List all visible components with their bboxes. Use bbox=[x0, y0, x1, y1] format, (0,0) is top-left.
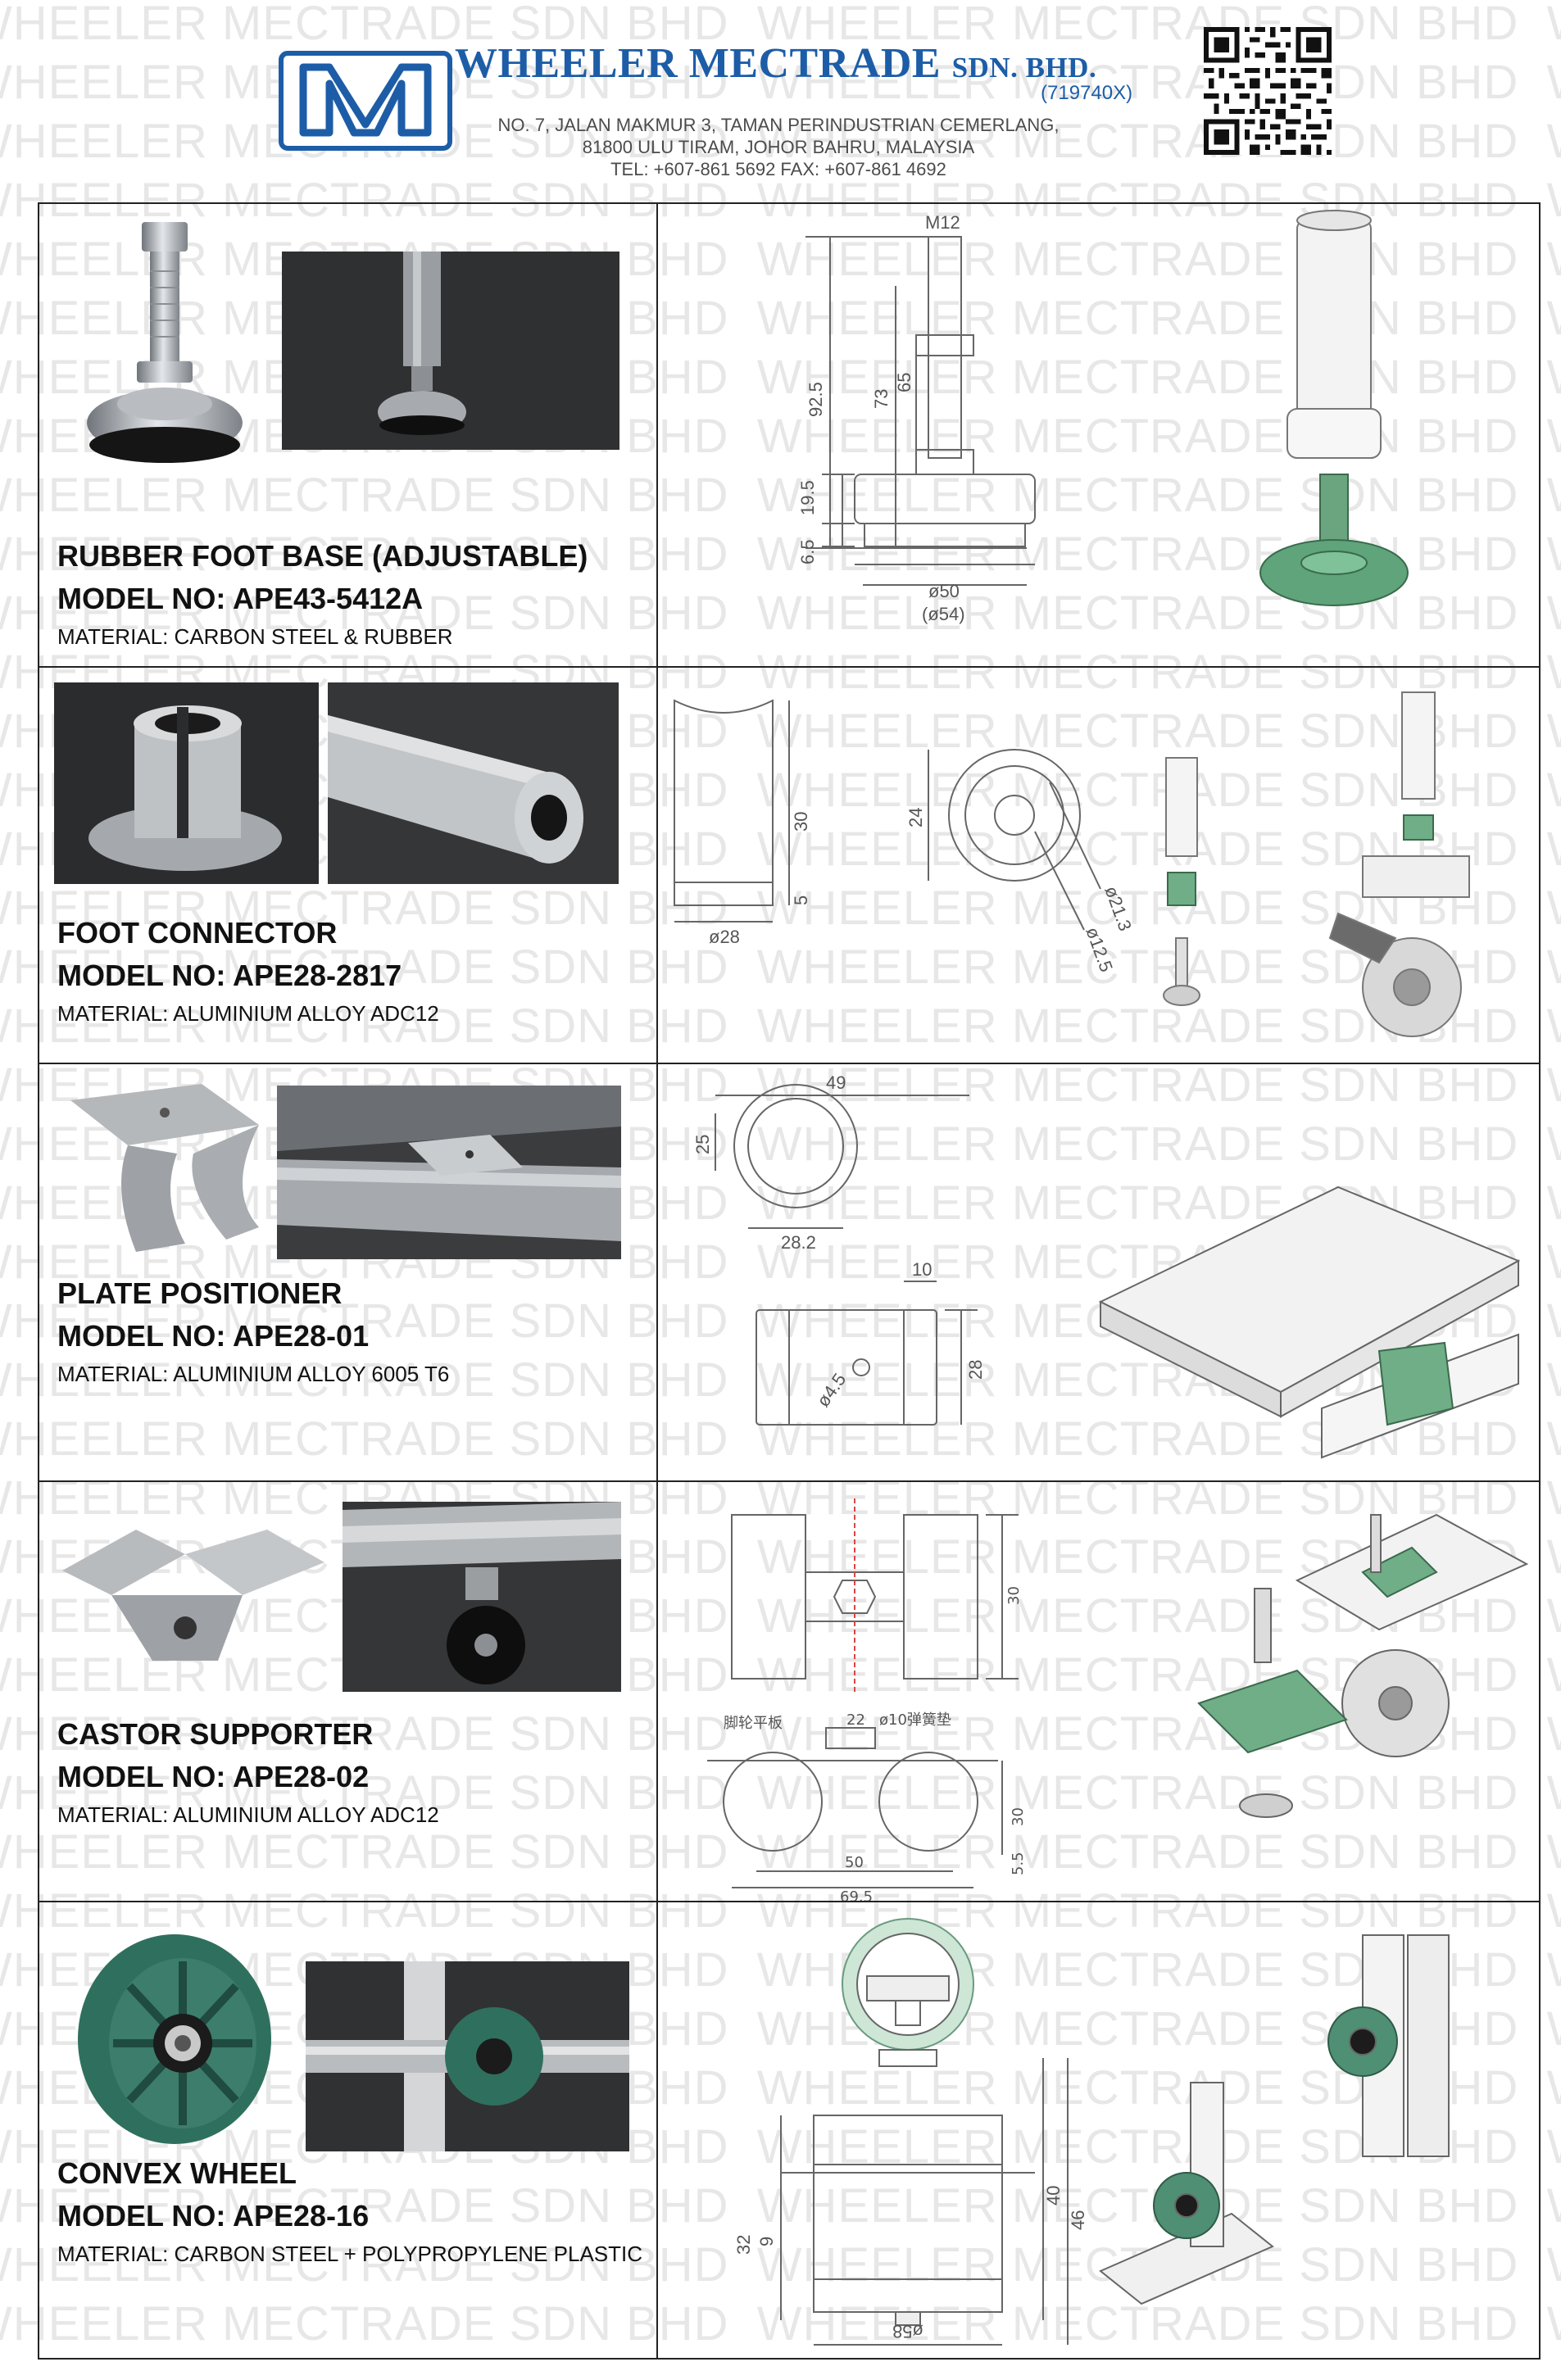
dim-label: 24 bbox=[905, 808, 926, 827]
castor-supporter-technical-drawing: 30 22 ø10弹簧垫 脚轮平板 50 69.5 30 5.5 bbox=[707, 1498, 1529, 1901]
plate-positioner-drawings: 49 25 28.2 10 28 ø4.5 bbox=[658, 1064, 1541, 1480]
product-material: MATERIAL: CARBON STEEL + POLYPROPYLENE P… bbox=[57, 2242, 643, 2266]
product-model: MODEL NO: APE28-2817 bbox=[57, 959, 402, 992]
row-divider bbox=[39, 1063, 1539, 1064]
dim-label: ø10弹簧垫 bbox=[879, 1711, 951, 1729]
plate-positioner-photo bbox=[62, 1084, 267, 1252]
rubber-foot-applied-photo bbox=[282, 252, 619, 450]
product-name: RUBBER FOOT BASE (ADJUSTABLE) bbox=[57, 539, 588, 573]
address-line-2: 81800 ULU TIRAM, JOHOR BAHRU, MALAYSIA bbox=[582, 137, 975, 157]
row-divider bbox=[39, 1901, 1539, 1902]
product-material: MATERIAL: ALUMINIUM ALLOY ADC12 bbox=[57, 1802, 439, 1827]
foot-connector-photo bbox=[54, 682, 319, 884]
wm-logo-icon bbox=[279, 51, 452, 151]
product-name: FOOT CONNECTOR bbox=[57, 916, 338, 950]
dim-label: ø21.3 bbox=[1100, 883, 1136, 933]
row-divider bbox=[39, 1480, 1539, 1482]
product-material: MATERIAL: CARBON STEEL & RUBBER bbox=[57, 624, 453, 649]
foot-connector-applied-photo bbox=[328, 682, 619, 884]
product-info: RUBBER FOOT BASE (ADJUSTABLE) MODEL NO: … bbox=[57, 535, 588, 653]
dim-label: 9 bbox=[756, 2237, 777, 2246]
dim-label: 28.2 bbox=[781, 1232, 816, 1253]
letterhead: WHEELER MECTRADE SDN. BHD. (719740X) NO.… bbox=[0, 0, 1561, 197]
plate-positioner-technical-drawing: 49 25 28.2 10 28 ø4.5 bbox=[692, 1072, 1521, 1459]
product-material: MATERIAL: ALUMINIUM ALLOY 6005 T6 bbox=[57, 1362, 450, 1386]
dim-label: ø58 bbox=[892, 2321, 923, 2341]
product-material: MATERIAL: ALUMINIUM ALLOY ADC12 bbox=[57, 1001, 439, 1026]
dim-label: 92.5 bbox=[805, 382, 826, 417]
rubber-foot-photo bbox=[84, 222, 256, 468]
qr-code[interactable] bbox=[1204, 27, 1332, 155]
product-model: MODEL NO: APE43-5412A bbox=[57, 582, 424, 615]
company-name: WHEELER MECTRADE SDN. BHD. bbox=[455, 40, 1097, 87]
dim-label: 46 bbox=[1068, 2210, 1088, 2230]
convex-wheel-applied-photo bbox=[306, 1961, 629, 2151]
rubber-foot-technical-drawing: M12 92.5 73 65 19.5 6.5 ø50 (ø54) bbox=[797, 210, 1409, 624]
product-info: CONVEX WHEEL MODEL NO: APE28-16 MATERIAL… bbox=[57, 2152, 642, 2270]
contact-line: TEL: +607-861 5692 FAX: +607-861 4692 bbox=[610, 159, 946, 179]
dim-label: ø28 bbox=[709, 927, 740, 947]
column-divider bbox=[656, 204, 658, 2358]
dim-label: 22 bbox=[846, 1711, 865, 1729]
dim-label: 73 bbox=[871, 389, 892, 409]
product-name: CONVEX WHEEL bbox=[57, 2156, 297, 2190]
dim-label: 28 bbox=[965, 1360, 986, 1380]
product-row-castor-supporter: CASTOR SUPPORTER MODEL NO: APE28-02 MATE… bbox=[39, 1482, 656, 1901]
rubber-foot-drawings: M12 92.5 73 65 19.5 6.5 ø50 (ø54) bbox=[658, 204, 1541, 666]
dim-label: ø4.5 bbox=[813, 1369, 851, 1410]
foot-connector-technical-drawing: 30 ø28 5 24 ø21.3 ø12.5 bbox=[674, 691, 1470, 1037]
dim-label: 69.5 bbox=[840, 1888, 873, 1901]
product-table: RUBBER FOOT BASE (ADJUSTABLE) MODEL NO: … bbox=[38, 202, 1541, 2360]
dim-label: 脚轮平板 bbox=[724, 1715, 783, 1732]
product-info: CASTOR SUPPORTER MODEL NO: APE28-02 MATE… bbox=[57, 1713, 439, 1831]
product-row-plate-positioner: PLATE POSITIONER MODEL NO: APE28-01 MATE… bbox=[39, 1064, 656, 1480]
company-logo bbox=[279, 51, 452, 151]
castor-supporter-applied-photo bbox=[343, 1502, 621, 1692]
dim-label: 65 bbox=[894, 373, 914, 392]
product-name: CASTOR SUPPORTER bbox=[57, 1717, 374, 1751]
plate-positioner-applied-photo bbox=[277, 1086, 621, 1259]
foot-connector-drawings: 30 ø28 5 24 ø21.3 ø12.5 bbox=[658, 668, 1541, 1063]
product-row-convex-wheel: CONVEX WHEEL MODEL NO: APE28-16 MATERIAL… bbox=[39, 1902, 656, 2360]
dim-label: M12 bbox=[925, 212, 960, 233]
product-info: PLATE POSITIONER MODEL NO: APE28-01 MATE… bbox=[57, 1272, 449, 1390]
convex-wheel-drawings: 32 9 40 46 ø58 bbox=[658, 1902, 1541, 2360]
dim-label: 49 bbox=[826, 1072, 846, 1093]
dim-label: 40 bbox=[1043, 2186, 1064, 2205]
dim-label: 32 bbox=[733, 2235, 754, 2255]
product-row-rubber-foot-base: RUBBER FOOT BASE (ADJUSTABLE) MODEL NO: … bbox=[39, 204, 656, 666]
dim-label: 6.5 bbox=[797, 539, 818, 564]
dim-label: 25 bbox=[692, 1135, 713, 1154]
dim-label: 5.5 bbox=[1010, 1852, 1027, 1875]
dim-label: 30 bbox=[1010, 1807, 1027, 1826]
convex-wheel-technical-drawing: 32 9 40 46 ø58 bbox=[733, 1918, 1450, 2346]
dim-label: 30 bbox=[1005, 1586, 1023, 1605]
dim-label: ø50 bbox=[928, 581, 960, 601]
dim-label: 10 bbox=[912, 1259, 932, 1280]
address-line-1: NO. 7, JALAN MAKMUR 3, TAMAN PERINDUSTRI… bbox=[497, 115, 1060, 135]
dim-label: 50 bbox=[845, 1854, 864, 1871]
dim-label: 30 bbox=[791, 812, 811, 832]
product-name: PLATE POSITIONER bbox=[57, 1276, 343, 1310]
product-info: FOOT CONNECTOR MODEL NO: APE28-2817 MATE… bbox=[57, 912, 439, 1030]
qr-code-icon bbox=[1204, 27, 1332, 155]
dim-label: 5 bbox=[791, 895, 811, 905]
product-row-foot-connector: FOOT CONNECTOR MODEL NO: APE28-2817 MATE… bbox=[39, 668, 656, 1063]
product-model: MODEL NO: APE28-16 bbox=[57, 2199, 370, 2233]
dim-label: (ø54) bbox=[922, 604, 965, 624]
castor-supporter-drawings: 30 22 ø10弹簧垫 脚轮平板 50 69.5 30 5.5 bbox=[658, 1482, 1541, 1901]
company-reg-no: (719740X) bbox=[1041, 82, 1133, 104]
dim-label: 19.5 bbox=[797, 480, 818, 515]
product-model: MODEL NO: APE28-02 bbox=[57, 1760, 370, 1793]
row-divider bbox=[39, 666, 1539, 668]
convex-wheel-photo bbox=[72, 1929, 277, 2150]
product-model: MODEL NO: APE28-01 bbox=[57, 1319, 370, 1353]
castor-supporter-photo bbox=[62, 1505, 333, 1689]
dim-label: ø12.5 bbox=[1082, 924, 1117, 974]
